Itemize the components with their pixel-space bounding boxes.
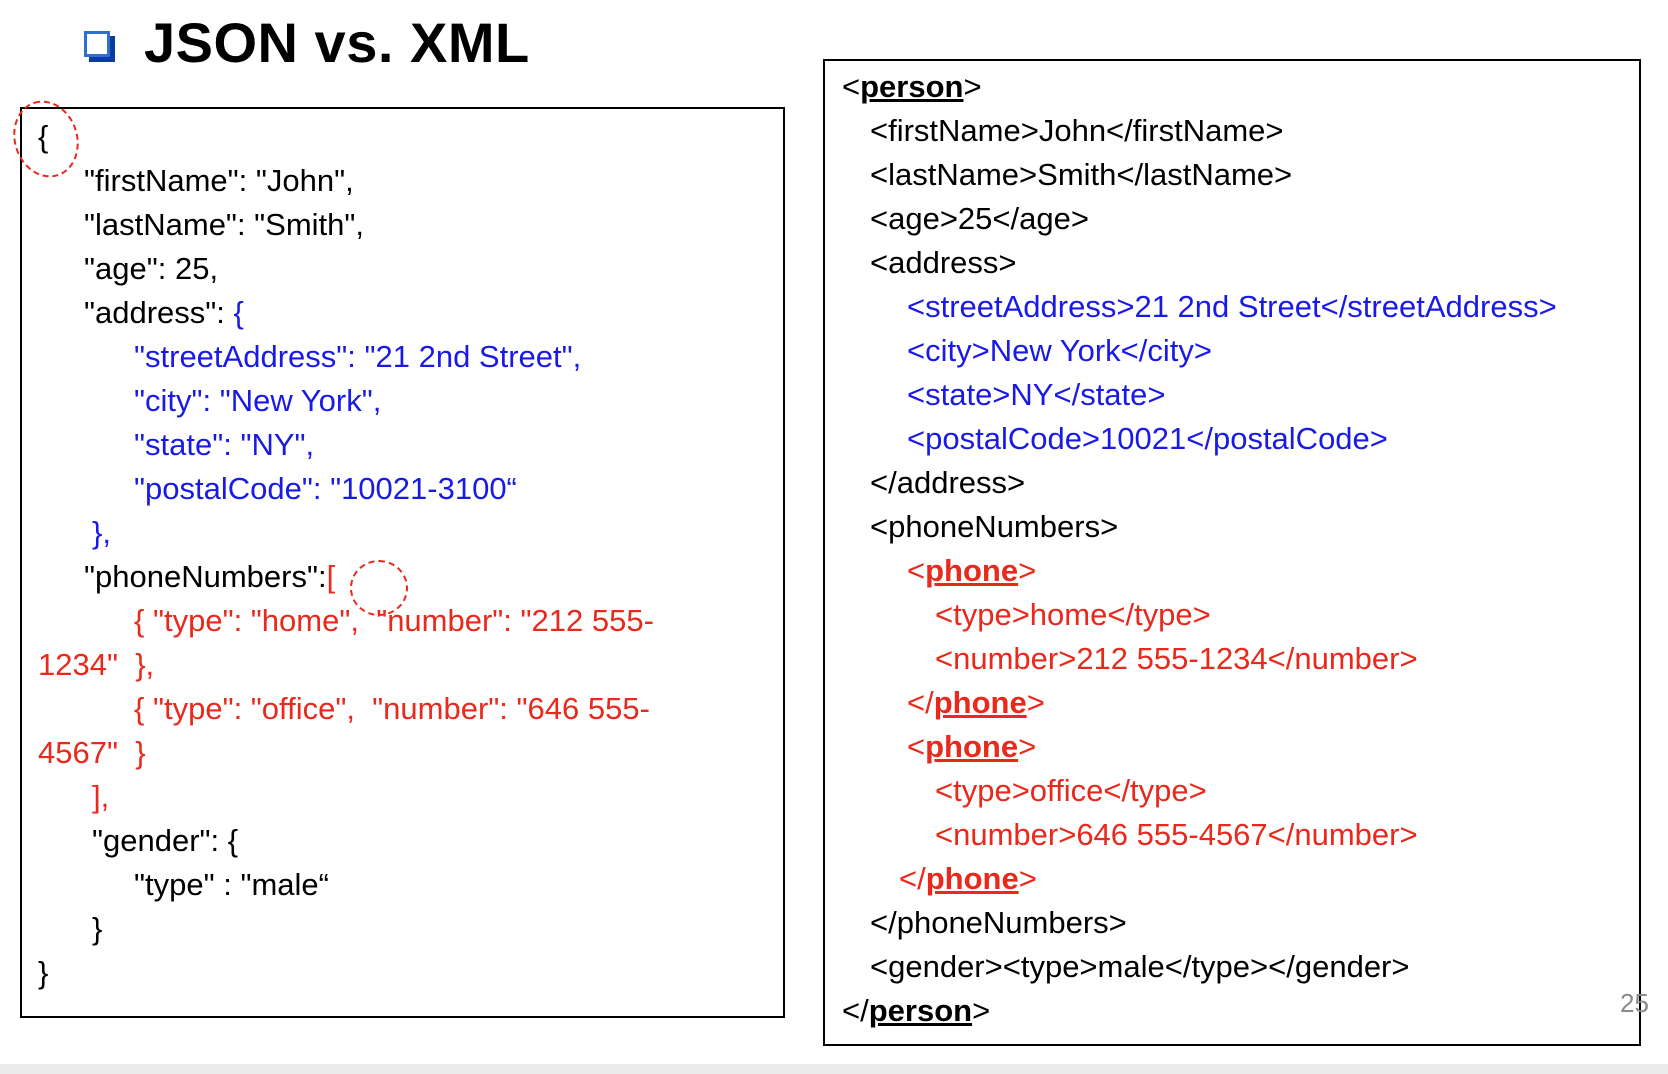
xml-close-lt: </ (907, 685, 934, 720)
xml-line: </person> (842, 989, 990, 1033)
json-brace: { (233, 295, 244, 330)
json-line: ], (92, 779, 110, 814)
checkbox-bullet-icon (84, 31, 110, 57)
xml-tag-person: person (868, 993, 973, 1028)
bottom-bar (0, 1064, 1668, 1074)
annotation-circle (350, 560, 408, 616)
json-line: 4567" } (38, 735, 146, 770)
json-line: 1234" }, (38, 647, 155, 682)
xml-line: <phoneNumbers> (870, 509, 1119, 544)
xml-close-lt: </ (899, 861, 926, 896)
page-number: 25 (1620, 988, 1649, 1018)
slide-title: JSON vs. XML (144, 10, 530, 74)
xml-gt: > (1018, 861, 1037, 896)
xml-gt: > (1018, 553, 1037, 588)
xml-line: <gender><type>male</type></gender> (870, 949, 1410, 984)
xml-line: </address> (870, 465, 1026, 500)
xml-line: <phone> (907, 725, 1036, 769)
xml-tag-person: person (860, 69, 964, 104)
xml-line: <phone> (907, 549, 1036, 593)
xml-line: </phone> (907, 681, 1045, 725)
json-key: "phoneNumbers": (84, 559, 327, 594)
xml-line: <age>25</age> (870, 201, 1089, 236)
xml-line: <type>home</type> (935, 597, 1211, 632)
json-line: "address": { (84, 291, 244, 335)
xml-line: <number>212 555-1234</number> (935, 641, 1418, 676)
json-line: { "type": "home", "number": "212 555- (134, 603, 654, 638)
json-panel: { "firstName": "John", "lastName": "Smit… (20, 107, 785, 1018)
json-line: "age": 25, (84, 251, 219, 286)
json-line: "state": "NY", (134, 427, 315, 462)
xml-line: <type>office</type> (935, 773, 1207, 808)
xml-close-lt: </ (842, 993, 869, 1028)
xml-lt: < (842, 69, 861, 104)
xml-gt: > (972, 993, 991, 1028)
json-line: }, (92, 515, 111, 550)
json-line: } (92, 911, 103, 946)
json-line: "lastName": "Smith", (84, 207, 365, 242)
xml-line: <address> (870, 245, 1017, 280)
json-bracket: [ (326, 559, 336, 594)
json-line: "phoneNumbers":[ (84, 555, 335, 599)
xml-line: <streetAddress>21 2nd Street</streetAddr… (907, 289, 1557, 324)
json-line: "streetAddress": "21 2nd Street", (134, 339, 582, 374)
title-row: JSON vs. XML (84, 6, 530, 78)
xml-line: <state>NY</state> (907, 377, 1166, 412)
xml-lt: < (907, 553, 926, 588)
xml-line: <lastName>Smith</lastName> (870, 157, 1293, 192)
xml-line: </phoneNumbers> (870, 905, 1127, 940)
xml-panel: <person> <firstName>John</firstName> <la… (823, 59, 1641, 1046)
xml-gt: > (1018, 729, 1037, 764)
xml-line: <person> (842, 65, 982, 109)
xml-gt: > (963, 69, 982, 104)
xml-line: <postalCode>10021</postalCode> (907, 421, 1388, 456)
json-line: "city": "New York", (134, 383, 382, 418)
xml-line: <city>New York</city> (907, 333, 1212, 368)
xml-line: <firstName>John</firstName> (870, 113, 1284, 148)
xml-tag-phone: phone (925, 861, 1019, 896)
json-line: { (38, 119, 49, 154)
xml-tag-phone: phone (925, 729, 1019, 764)
json-line: } (38, 955, 49, 990)
xml-line: <number>646 555-4567</number> (935, 817, 1418, 852)
json-key: "address": (84, 295, 234, 330)
xml-lt: < (907, 729, 926, 764)
xml-gt: > (1026, 685, 1045, 720)
xml-tag-phone: phone (925, 553, 1019, 588)
json-line: "type" : "male“ (134, 867, 329, 902)
json-line: "firstName": "John", (84, 163, 354, 198)
xml-tag-phone: phone (933, 685, 1027, 720)
json-line: { "type": "office", "number": "646 555- (134, 691, 650, 726)
xml-line: </phone> (899, 857, 1037, 901)
json-line: "gender": { (92, 823, 239, 858)
json-line: "postalCode": "10021-3100“ (134, 471, 517, 506)
